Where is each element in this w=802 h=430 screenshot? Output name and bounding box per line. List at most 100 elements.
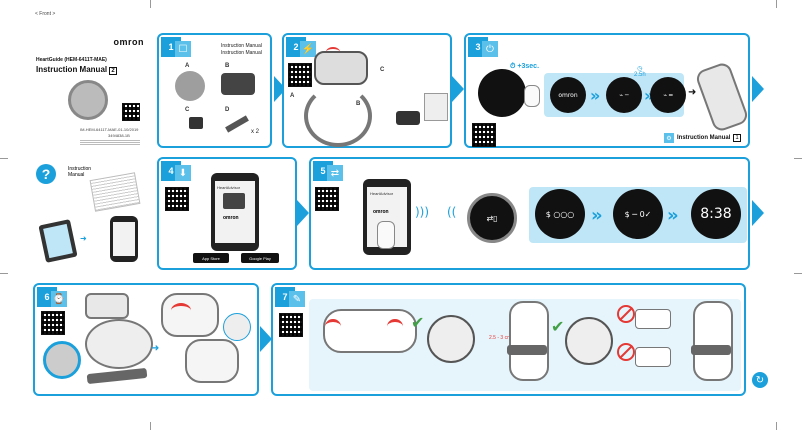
letter-a: A [290,93,295,99]
cover-area: omron HeartGuide (HEM-6411T-MAE) Instruc… [30,35,148,155]
manual-reference: ⚙ Instruction Manual 1 [664,133,741,143]
zoom-detail [223,313,251,341]
panel-step-3: 3 ⏻ ⏱ +3sec. omron » ⌁ ─ » ⌁ ═ ◷2.5h ➜ ⚙… [464,33,750,148]
charger-cable [304,85,372,147]
watch-pairing: ⇄▯ [467,193,517,243]
check-icon: ✔ [411,313,425,332]
panel-step-5: 5 ⇄ HeartAdvisor omron ))) (( ⇄▯ $ ○○○ »… [309,157,750,270]
letter-a: A [185,63,190,69]
watch-side-image [43,341,81,379]
watch-dial [478,69,526,117]
hand-cuff-image [161,293,219,337]
dial-charging: ⌁ ─ [606,77,642,113]
crop-mark [794,273,802,274]
distance-label: 2.5 - 3 cm [489,335,512,341]
wrist-image [509,301,549,381]
doc-title: Instruction Manual 2 [36,65,117,75]
zoom-detail [565,317,613,365]
letter-b: B [225,63,230,69]
panel-step-4: 4 ⬇ HeartAdvisor omron App Store Google … [157,157,297,270]
front-marker: < Front > [35,11,56,17]
zoom-detail [427,315,475,363]
dial-pairing-ok: $ ─ 0✓ [613,189,663,239]
help-manual-label: Instruction Manual [68,166,92,178]
wrong-fit-image [635,309,671,329]
adapter-image [189,117,203,129]
finger-image [524,85,540,107]
band-image [507,345,547,355]
crop-mark [0,158,8,159]
quantity: x 2 [251,129,260,135]
qr-code [472,123,496,147]
manual-icon: ⚙ [664,133,674,143]
model-name: HeartGuide (HEM-6411T-MAE) [36,57,107,63]
phone-screen [215,181,255,243]
band-image [86,367,148,385]
signal-icon: (( [447,205,457,219]
panel-step-6: 6 ⌚ ➜ [33,283,259,396]
brand-logo: omron [113,37,144,47]
box-icon: ☐ [175,41,191,57]
crop-mark [776,0,777,8]
band-image [225,115,249,133]
cuff-detail-image [85,319,153,369]
charge-time: ◷2.5h [634,66,646,78]
dial-brand: omron [550,77,586,113]
next-arrow [297,200,309,226]
qr-code [122,103,140,121]
power-icon: ⏻ [482,41,498,57]
crop-mark [794,158,802,159]
band-parts-image [85,293,129,319]
app-store-badge[interactable]: App Store [193,253,229,263]
chevron-icon: » [591,205,603,226]
signal-icon: ))) [415,205,430,219]
panel-step-2: 2 ⚡ C A B [282,33,452,148]
hand-cuff-image [185,339,239,383]
next-arrow [260,326,272,352]
app-icon [223,193,245,209]
watch-image [68,80,108,120]
qr-code [41,311,65,335]
adapter-image [396,111,420,125]
arrow-right-icon: ➜ [80,234,87,243]
crop-mark [150,0,151,8]
dial-charged: ⌁ ═ [650,77,686,113]
download-icon: ⬇ [175,165,191,181]
pairing-icon: ⇄ [327,165,343,181]
hand-watch-image [314,51,368,85]
wrist-image [693,301,733,381]
dial-pairing: $ ○○○ [535,189,585,239]
no-icon [617,305,635,323]
manual-pages-image [89,172,141,212]
letter-d: D [225,107,230,113]
timer-label: ⏱ +3sec. [510,63,540,70]
watch-image [175,71,205,101]
check-icon: ✔ [551,317,565,336]
crop-mark [0,273,8,274]
red-arrow [171,303,191,318]
google-play-badge[interactable]: Google Play [241,253,279,263]
app-brand: omron [373,209,389,215]
app-name: HeartAdvisor [217,185,241,190]
band-icon: ⌚ [51,291,67,307]
next-arrow [452,76,464,102]
letter-c: C [185,107,190,113]
code-number: 3494838-1B [108,133,130,138]
app-name: HeartAdvisor [370,191,394,196]
qr-code [288,63,312,87]
app-brand: omron [223,215,239,221]
plug-icon: ⚡ [300,41,316,57]
arrow-right-icon: ➜ [151,343,160,354]
dial-time: 8:38 [691,189,741,239]
no-icon [617,343,635,361]
part-numbers: IM-HEM-6411T-MAE-01-10/2019 [80,127,139,132]
red-arrow [325,319,341,334]
finger-image [377,221,395,249]
wall-socket [424,93,448,121]
red-arrow [387,319,403,334]
help-icon: ? [36,164,56,184]
doc-part: 2 [109,67,117,75]
panel-step-1: 1 ☐ Instruction Manual Instruction Manua… [157,33,272,148]
wear-icon: ✎ [289,291,305,307]
crop-mark [150,422,151,430]
